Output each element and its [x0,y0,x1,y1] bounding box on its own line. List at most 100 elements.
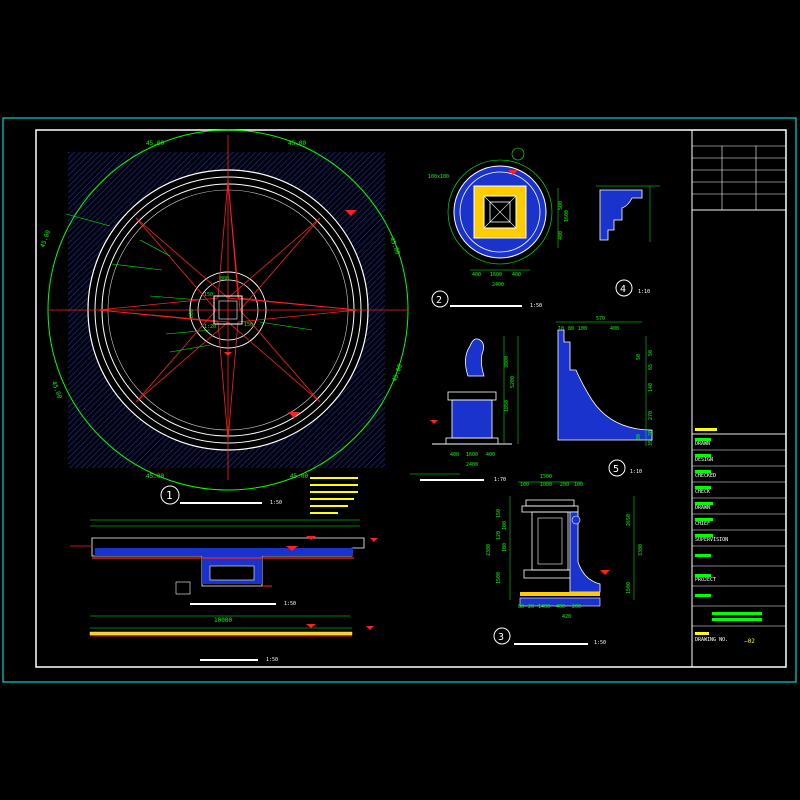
level-marker [345,210,357,216]
center-dim: 150 [204,292,213,298]
tb-code: CHECKED [695,473,716,479]
d3-dim: 80 [518,604,524,610]
detail-marker-3 [493,627,511,645]
center-dim: 800 [220,276,229,282]
central-pedestal [213,295,243,325]
detail-3-section: 1500 100 1000 200 100 150 100 120 100 23… [486,474,644,646]
section2-scale: 1:50 [266,657,278,663]
d3-dim: 2650 [626,514,632,526]
arc-dim: 45.00 [146,140,164,147]
d3-dim: 100 [502,521,508,530]
section-1-1: 1:50 10000 1:50 [70,519,378,663]
d5-dim: 10 [558,326,564,332]
elev-dim: 400 [486,452,495,458]
d3-dim: 1500 [496,572,502,584]
plan-view: 45.00 45.00 45.00 45.00 45.00 45.00 45.0… [39,129,409,514]
tb-code: CHIEF [695,521,710,527]
detail-5-profile: 10 80 100 570 400 50 65 140 270 20 35 50… [556,316,654,477]
d5-dim: 50 [636,354,642,360]
section1-scale: 1:50 [284,601,296,607]
elev-dim: 3000 [504,356,510,368]
detail-marker-1-label: 1 [166,489,173,502]
elev-scale: 1:70 [494,477,506,483]
d5-dim: 50 [648,350,654,356]
detail-marker-2-label: 2 [436,295,442,306]
d3-dim: 1400 [538,604,550,610]
d3-dim: 100 [502,543,508,552]
d3-dim: 2300 [486,544,492,556]
d5-dim: 30 [636,434,642,440]
legend-notes [310,477,358,514]
d3-dim: 1500 [540,474,552,480]
section1-total-dim: 10000 [214,617,232,624]
detail-marker-2 [431,290,449,308]
d5-dim: 140 [648,383,654,392]
d3-dim: 120 [496,531,502,540]
tb-drawing-no: —02 [744,638,755,645]
center-dim: 150 [244,322,253,328]
d3-dim: 200 [572,604,581,610]
d5-dim: 65 [648,364,654,370]
d3-dim: 20 [528,604,534,610]
elev-dim: 1850 [504,400,510,412]
d5-dim: 400 [610,326,619,332]
d3-dim: 100 [520,482,529,488]
d3-dim: 100 [574,482,583,488]
detail2-note: 100x100 [428,174,449,180]
tb-code: CHECK [695,489,710,495]
plan-scale: 1:50 [270,500,282,506]
detail-4-profile: 4 1:10 [596,185,660,297]
level-marker [224,352,232,356]
detail2-dim: 400 [512,272,521,278]
detail2-scale: 1:50 [530,303,542,309]
detail2-dim: 400 [472,272,481,278]
elev-dim: 2400 [466,462,478,468]
d3-dim: 1000 [540,482,552,488]
elev-dim: 400 [450,452,459,458]
elev-dim: 1600 [466,452,478,458]
elev-dim: 5200 [510,376,516,388]
elevation-view: 400 1600 400 2400 3000 5200 1850 1:70 [410,336,519,483]
d5-dim: 80 [568,326,574,332]
level-marker [288,412,300,418]
center-dim-small: 1:20 [204,324,216,330]
tb-code: SUPERVISION [695,537,728,543]
detail-marker-5 [608,459,626,477]
d5-dim: 570 [596,316,605,322]
detail-marker-4 [615,279,633,297]
detail-2-plan: 100x100 400 1600 400 2400 1600 500 400 2… [428,147,570,309]
tb-code: DRAWN [695,505,710,511]
detail-marker-1 [160,485,180,505]
detail5-scale: 1:10 [630,469,642,475]
d5-dim: 20 [648,430,654,436]
detail2-dim: 1600 [490,272,502,278]
d3-dim: 420 [562,614,571,620]
detail2-dim: 1600 [564,210,570,222]
d3-dim: 1500 [626,582,632,594]
detail2-dim: 2400 [492,282,504,288]
d3-dim: 150 [496,509,502,518]
detail4-scale: 1:10 [638,289,650,295]
d3-dim: 200 [560,482,569,488]
d5-dim: 35 [648,440,654,446]
center-dim: 800 [189,309,195,318]
d5-dim: 100 [578,326,587,332]
tb-code: DRAWING NO. [695,637,728,643]
detail3-scale: 1:50 [594,640,606,646]
outer-frame [2,117,797,683]
arc-dim: 45.00 [146,473,164,480]
detail-marker-4-label: 4 [620,284,626,295]
arc-dim: 45.00 [288,140,306,147]
d3-dim: 3300 [638,544,644,556]
tb-code: DRAWN [695,441,710,447]
d5-dim: 270 [648,411,654,420]
arc-dim: 45.00 [290,473,308,480]
detail2-dim: 500 [558,201,564,210]
d3-dim: 400 [556,604,565,610]
tb-code: PROJECT [695,577,716,583]
detail-marker-5-label: 5 [613,464,619,475]
title-block: DRAWN DESIGN CHECKED CHECK DRAWN CHIEF S… [691,129,787,667]
tb-code: DESIGN [695,457,713,463]
detail2-dim: 400 [558,231,564,240]
